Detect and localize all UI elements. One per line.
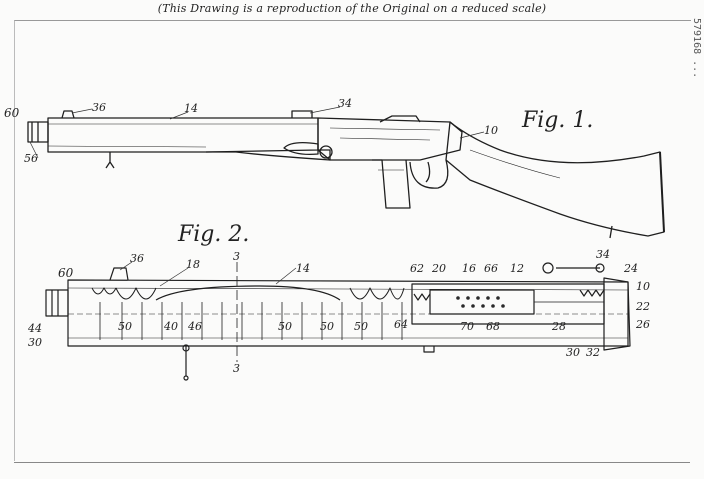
fig2-callout-70: 70: [460, 320, 474, 333]
side-margin-text: 579168 ...: [691, 18, 702, 79]
fig1-trigger-guard: [409, 159, 449, 189]
fig2-callout-28: 28: [552, 320, 566, 333]
fig2-lower-lug: [423, 346, 435, 353]
fig1-front-sight: [61, 110, 75, 119]
fig2-bolt-holes: [456, 296, 505, 308]
fig1-rear-sight: [291, 110, 313, 118]
fig1-callout-muzzle: 60: [4, 106, 20, 120]
fig2-callout-22: 22: [636, 300, 650, 313]
fig2-callout-34: 34: [596, 248, 610, 261]
fig2-callout-26: 26: [636, 318, 650, 331]
fig2-callout-50a: 50: [118, 320, 132, 333]
fig2-callout-body: 18: [186, 258, 200, 271]
fig2-rear-sight-knob: [542, 262, 554, 274]
fig2-callout-30-right: 30: [566, 346, 580, 359]
fig1-front-pin: [105, 152, 115, 169]
fig2-callout-50b: 50: [278, 320, 292, 333]
fig2-label: Fig. 2.: [178, 222, 250, 247]
fig2-muzzle: [45, 289, 69, 317]
drawing-frame: [14, 20, 691, 461]
fig2-front-spring: [413, 293, 431, 301]
fig2-callout-46: 46: [188, 320, 202, 333]
fig1-fore-end-cutout: [283, 142, 319, 156]
fig2-callout-44: 44: [28, 322, 42, 335]
fig2-front-sight: [109, 267, 129, 281]
fig1-callout-rear-sight: 34: [338, 97, 352, 110]
fig1-callout-front-sight: 36: [92, 101, 106, 114]
fig2-callout-barrel: 14: [296, 262, 310, 275]
fig1-callout-breech: 56: [24, 152, 38, 165]
fig2-bolt: [429, 289, 535, 315]
fig2-partitions: [99, 302, 403, 340]
fig2-callout-16: 16: [462, 262, 476, 275]
fig1-barrel-jacket: [47, 117, 319, 153]
fig2-callout-30-left: 30: [28, 336, 42, 349]
fig2-cooling-slot: [155, 285, 341, 301]
fig1-label: Fig. 1.: [522, 108, 594, 133]
fig1-callout-receiver: 10: [484, 124, 498, 137]
fig2-callout-muzzle: 60: [58, 266, 74, 280]
fig2-callout-12: 12: [510, 262, 524, 275]
leader-lines: [29, 106, 485, 287]
fig2-callout-20: 20: [432, 262, 446, 275]
fig2-callout-68: 68: [486, 320, 500, 333]
fig2-rear-spring: [579, 289, 605, 297]
fig2-callout-50d: 50: [354, 320, 368, 333]
fig2-callout-66: 66: [484, 262, 498, 275]
fig2-callout-24: 24: [624, 262, 638, 275]
fig2-callout-64: 64: [394, 318, 408, 331]
fig1-stock: [445, 121, 665, 237]
reproduction-notice: (This Drawing is a reproduction of the O…: [157, 2, 547, 15]
fig2-callout-50c: 50: [320, 320, 334, 333]
fig2-section-mark-top: 3: [233, 250, 240, 263]
fig2-callout-62: 62: [410, 262, 424, 275]
fig2-section-mark-bottom: 3: [233, 362, 240, 375]
bottom-rule: [14, 462, 690, 463]
fig2-end-cap: [603, 277, 631, 351]
fig2-callout-32: 32: [586, 346, 600, 359]
fig2-radiator-fins: [91, 287, 405, 300]
fig2-callout-front-sight: 36: [130, 252, 144, 265]
fig2-callout-10: 10: [636, 280, 650, 293]
fig2-callout-40: 40: [164, 320, 178, 333]
fig1-callout-barrel: 14: [184, 102, 198, 115]
fig1-magazine: [372, 159, 411, 209]
